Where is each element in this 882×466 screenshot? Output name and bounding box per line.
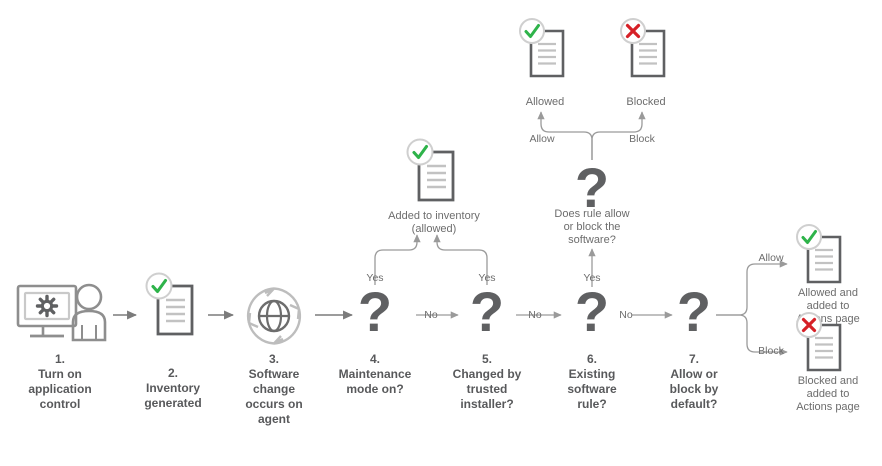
question-mark-icon-step6: ?: [574, 280, 610, 343]
caption-blocked: Blocked: [626, 96, 666, 108]
document-blocked-icon-top: [617, 18, 675, 86]
edge-label-yes-step4: Yes: [366, 272, 384, 284]
edge-label-block-default: Block: [758, 345, 784, 357]
step-label-5: 5. Changed by trusted installer?: [452, 352, 522, 411]
edge-label-block-rule: Block: [629, 133, 655, 145]
edge-label-allow-default: Allow: [758, 252, 784, 264]
question-mark-icon-rule: ?: [574, 156, 610, 219]
edge-label-yes-step6: Yes: [583, 272, 601, 284]
step-label-1: 1. Turn on application control: [28, 352, 92, 411]
document-allowed-icon-top: [516, 18, 574, 86]
question-mark-icon-step4: ?: [357, 280, 393, 343]
caption-allowed-actions: Allowed and added to Actions page: [796, 287, 860, 325]
step-label-2: 2. Inventory generated: [144, 366, 202, 410]
globe-refresh-icon: [243, 285, 305, 347]
caption-rule-question: Does rule allow or block the software?: [554, 208, 630, 246]
document-blocked-icon-actions: [793, 312, 851, 380]
edge-label-allow-rule: Allow: [529, 133, 555, 145]
edge-label-no-step6: No: [619, 309, 633, 321]
step-label-4: 4. Maintenance mode on?: [338, 352, 412, 396]
edge-label-no-step4: No: [424, 309, 438, 321]
monitor-user-icon: [16, 283, 112, 347]
question-mark-icon-step5: ?: [469, 280, 505, 343]
step-label-3: 3. Software change occurs on agent: [245, 352, 303, 426]
step-label-6: 6. Existing software rule?: [567, 352, 617, 411]
caption-added-to-inventory: Added to inventory (allowed): [388, 210, 480, 235]
caption-allowed: Allowed: [525, 96, 565, 108]
question-mark-icon-step7: ?: [676, 280, 712, 343]
caption-blocked-actions: Blocked and added to Actions page: [796, 375, 860, 413]
document-allowed-icon: [142, 272, 204, 342]
step-label-7: 7. Allow or block by default?: [669, 352, 719, 411]
document-allowed-icon-inventory: [403, 138, 465, 208]
edge-label-no-step5: No: [528, 309, 542, 321]
edge-label-yes-step5: Yes: [478, 272, 496, 284]
document-allowed-icon-actions: [793, 224, 851, 292]
